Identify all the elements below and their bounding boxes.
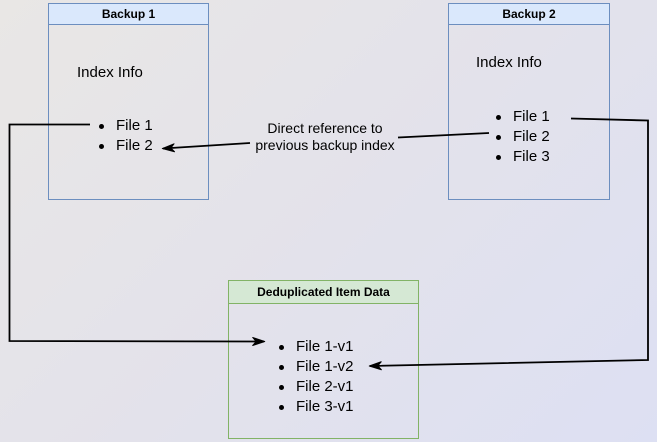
list-item: File 2	[496, 127, 550, 147]
node-backup-1-title: Backup 1	[101, 7, 156, 21]
list-item: File 2	[99, 136, 153, 156]
list-item: File 1	[99, 116, 153, 136]
list-item: File 2-v1	[279, 377, 354, 397]
node-dedup-title: Deduplicated Item Data	[257, 285, 390, 299]
node-dedup-header: Deduplicated Item Data	[229, 281, 418, 304]
list-item: File 1	[496, 107, 550, 127]
edge-label-line2: previous backup index	[255, 137, 395, 153]
edge-label-line1: Direct reference to	[267, 120, 383, 136]
list-item: File 1-v1	[279, 337, 354, 357]
list-item: File 3-v1	[279, 397, 354, 417]
node-backup-2-header: Backup 2	[449, 4, 609, 25]
node-backup-2-title: Backup 2	[502, 7, 556, 21]
list-item: File 3	[496, 147, 550, 167]
node-backup-2-subtitle: Index Info	[476, 54, 542, 71]
list-item: File 1-v2	[279, 357, 354, 377]
node-backup-1-subtitle: Index Info	[77, 64, 143, 81]
edge-label-direct-reference: Direct reference to previous backup inde…	[255, 120, 394, 154]
node-backup-1-header: Backup 1	[49, 4, 208, 25]
